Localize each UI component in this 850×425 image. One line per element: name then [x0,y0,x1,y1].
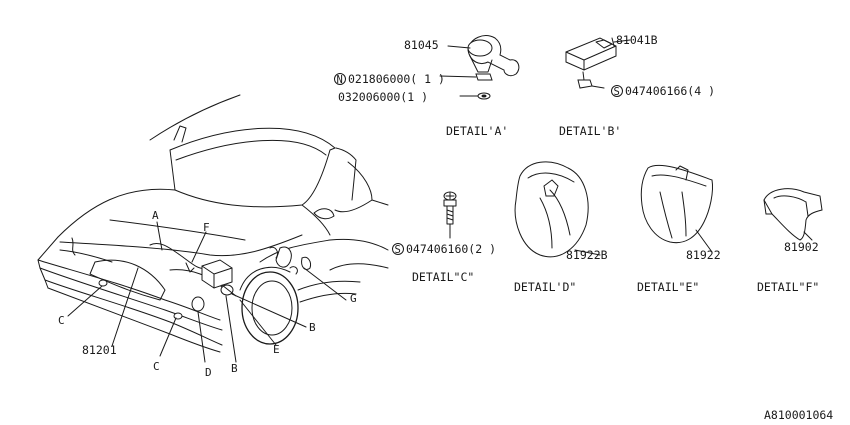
detail-f-parts [763,188,823,241]
letter-b-lower: B [231,362,238,375]
letter-b-right: B [309,321,316,334]
caption-detail-e: DETAIL"E" [637,280,699,294]
detail-d-parts [514,161,601,258]
detail-b-parts [565,37,631,89]
detail-c-parts [443,191,457,239]
letter-c-lower: C [153,360,160,373]
s-circle-marker-c [392,243,404,255]
callout-washer: 032006000(1 ) [338,90,428,104]
callout-screw-b: 047406166(4 ) [625,84,715,98]
letter-d: D [205,366,212,379]
letter-a: A [152,209,159,222]
car-body-drawing [37,94,389,363]
callout-81902: 81902 [784,240,819,254]
detail-a-parts [439,35,520,100]
location-letters: A F C C D B B E G [58,209,357,379]
callout-screw-c: 047406160(2 ) [406,242,496,256]
callout-81201: 81201 [82,343,117,357]
caption-detail-c: DETAIL"C" [412,270,474,284]
detail-captions: DETAIL'A' DETAIL'B' DETAIL"C" DETAIL'D" … [412,124,819,294]
screw-s-mark-b: S [614,86,620,98]
letter-f: F [203,221,210,234]
detail-e-parts [640,164,713,253]
callout-81045: 81045 [404,38,439,52]
nut-n-mark: N [337,74,343,86]
callout-81041b: 81041B [616,33,658,47]
caption-detail-a: DETAIL'A' [446,124,508,138]
letter-e: E [273,343,280,356]
part-callouts: 81045 81041B N 021806000( 1 ) 032006000(… [82,33,819,357]
screw-s-mark-c: S [395,244,401,256]
letter-c-upper: C [58,314,65,327]
caption-detail-d: DETAIL'D" [514,280,576,294]
letter-g: G [350,292,357,305]
reference-code: A810001064 [764,408,833,422]
s-circle-marker-b [611,85,623,97]
caption-detail-f: DETAIL"F" [757,280,819,294]
callout-nut: 021806000( 1 ) [348,72,445,86]
callout-81922: 81922 [686,248,721,262]
n-circle-marker [334,73,346,85]
callout-81922b: 81922B [566,248,608,262]
caption-detail-b: DETAIL'B' [559,124,621,138]
